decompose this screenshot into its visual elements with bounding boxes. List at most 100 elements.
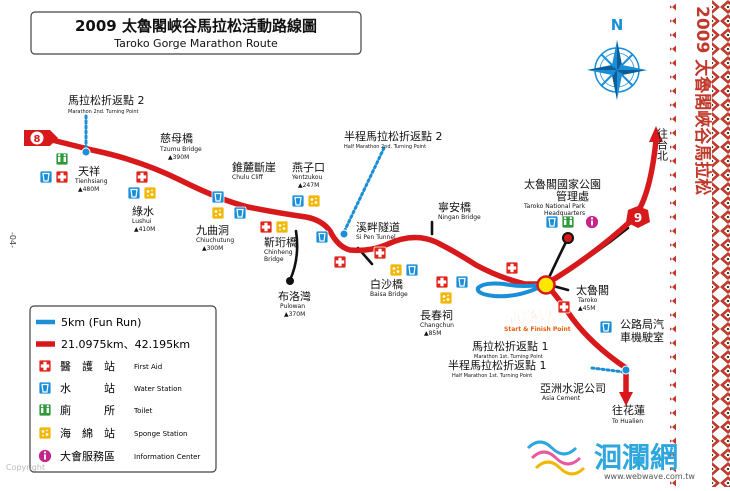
sipen-zh: 溪畔隧道: [356, 220, 400, 234]
legend-sponge-en: Sponge Station: [134, 430, 187, 438]
changchun-en: Changchun: [420, 322, 454, 329]
sponge-icon: [307, 194, 321, 208]
changchun-alt: ▲85M: [424, 330, 441, 337]
map-title-zh: 2009 太魯閣峽谷馬拉松活動路線圖: [75, 17, 317, 35]
turning-point-1-marker: [621, 365, 631, 375]
marathon-turning-1-zh: 馬拉松折返點 1: [472, 339, 549, 353]
hq-en-2: Headquarters: [544, 210, 585, 217]
first-aid-icon: [135, 170, 149, 184]
taroko-alt: ▲45M: [578, 305, 595, 312]
water-icon: [315, 230, 329, 244]
copyright-text: Copyright: [6, 463, 45, 472]
to-hualien-arrow-icon: [619, 392, 633, 406]
pulowan-alt: ▲370M: [284, 311, 305, 318]
sponge-icon: [389, 263, 403, 277]
tienhsiang-alt: ▲480M: [78, 186, 99, 193]
tzumu-alt: ▲390M: [168, 154, 189, 161]
legend-water-zh: 水 站: [60, 381, 115, 395]
garage-zh-2: 車機駛室: [620, 330, 664, 344]
start-finish-marker: [536, 275, 556, 295]
legend-marathon: 21.0975km、42.195km: [61, 338, 190, 351]
side-banner-text: 2009 太魯閣峽谷馬拉松: [692, 6, 713, 195]
pulowan-zh: 布洛灣: [278, 289, 311, 303]
first-aid-icon: [333, 255, 347, 269]
to-hualien-en: To Hualien: [611, 418, 643, 425]
lushui-alt: ▲410M: [134, 226, 155, 233]
water-icon: [545, 215, 559, 229]
legend-info-en: Information Center: [134, 453, 200, 461]
first-aid-icon: [435, 275, 449, 289]
chinheng-en: Chinheng: [264, 249, 293, 256]
legend-sponge-zh: 海 綿 站: [60, 426, 115, 440]
turning-point-leaders: [84, 114, 626, 374]
sponge-icon: [143, 186, 157, 200]
lushui-zh: 綠水: [132, 205, 154, 218]
water-icon: [291, 194, 305, 208]
legend-first-aid-icon: [38, 359, 52, 373]
baisa-en: Baisa Bridge: [370, 291, 408, 298]
tienhsiang-en: Tienhsiang: [74, 178, 108, 185]
route-9-label: 9: [634, 211, 642, 225]
first-aid-icon: [259, 220, 273, 234]
changchun-zh: 長春祠: [420, 309, 453, 322]
chiuchutung-en: Chiuchutung: [196, 237, 234, 244]
marathon-turning-1-en: Marathon 1st. Turning Point: [474, 354, 543, 360]
chinheng-zh: 靳珩橋: [264, 235, 297, 249]
asia-cement-en: Asia Cement: [542, 395, 581, 402]
compass-north-label: N: [611, 16, 624, 34]
route-8-label: 8: [34, 134, 41, 145]
baisa-zh: 白沙橋: [370, 277, 403, 291]
first-aid-icon: [557, 300, 571, 314]
webwave-url: www.webwave.com.tw: [604, 472, 695, 481]
side-banner: 2009 太魯閣峽谷馬拉松: [692, 6, 713, 195]
sponge-icon: [275, 220, 289, 234]
water-icon: [455, 275, 469, 289]
webwave-logo-text: 洄瀾網: [594, 441, 678, 474]
legend-toilet-icon: [38, 403, 52, 417]
first-aid-icon: [505, 261, 519, 275]
first-aid-icon: [55, 170, 69, 184]
half-turning-point-2-marker: [339, 229, 349, 239]
marathon-turning-2-zh: 馬拉松折返點 2: [68, 93, 145, 107]
to-taipei-arrow-icon: [649, 126, 663, 142]
water-icon: [39, 170, 53, 184]
map-title-en: Taroko Gorge Marathon Route: [113, 37, 278, 50]
legend-info-icon: [38, 449, 52, 463]
route-9-badge: 9: [626, 206, 650, 228]
toilet-icon: [561, 215, 575, 229]
water-icon: [405, 263, 419, 277]
pulowan-marker: [286, 277, 294, 285]
pulowan-en: Pulowan: [280, 303, 305, 310]
sponge-icon: [211, 206, 225, 220]
hq-en-1: Taroko National Park: [523, 203, 586, 210]
water-icon: [211, 190, 225, 204]
legend-sponge-icon: [38, 426, 52, 440]
garage-zh-1: 公路局汽: [620, 317, 664, 331]
info-icon: [585, 215, 599, 229]
compass-rose-icon: N: [587, 16, 647, 100]
tzumu-en: Tzumu Bridge: [159, 146, 202, 153]
legend-info-zh: 大會服務區: [60, 449, 115, 463]
half-turning-2-zh: 半程馬拉松折返點 2: [344, 129, 443, 143]
first-aid-icon: [373, 246, 387, 260]
sipen-en: Si Pen Tunnel: [356, 234, 396, 241]
chinheng-en-2: Bridge: [264, 256, 284, 263]
ningan-en: Ningan Bridge: [438, 214, 481, 221]
yentzukou-en: Yentzukou: [291, 174, 323, 181]
chiuchutung-alt: ▲300M: [202, 245, 223, 252]
taroko-en: Taroko: [577, 297, 598, 304]
route-8-badge: 8: [24, 130, 58, 146]
half-turning-1-zh: 半程馬拉松折返點 1: [448, 358, 547, 372]
legend-first-aid-en: First Aid: [134, 363, 162, 371]
tzumu-zh: 慈母橋: [160, 131, 193, 145]
chulu-zh: 錐麓斷崖: [232, 160, 276, 174]
tribal-border: [670, 0, 730, 487]
chulu-en: Chulu Cliff: [232, 174, 264, 181]
hq-marker: [562, 232, 574, 244]
ningan-zh: 寧安橋: [438, 200, 471, 214]
hq-zh-1: 太魯閣國家公園: [524, 177, 601, 191]
webwave-logo: 洄瀾網 www.webwave.com.tw: [526, 440, 695, 481]
taroko-zh: 太魯閣: [576, 283, 609, 297]
marathon-turning-2-en: Marathon 2nd. Turning Point: [68, 109, 139, 115]
